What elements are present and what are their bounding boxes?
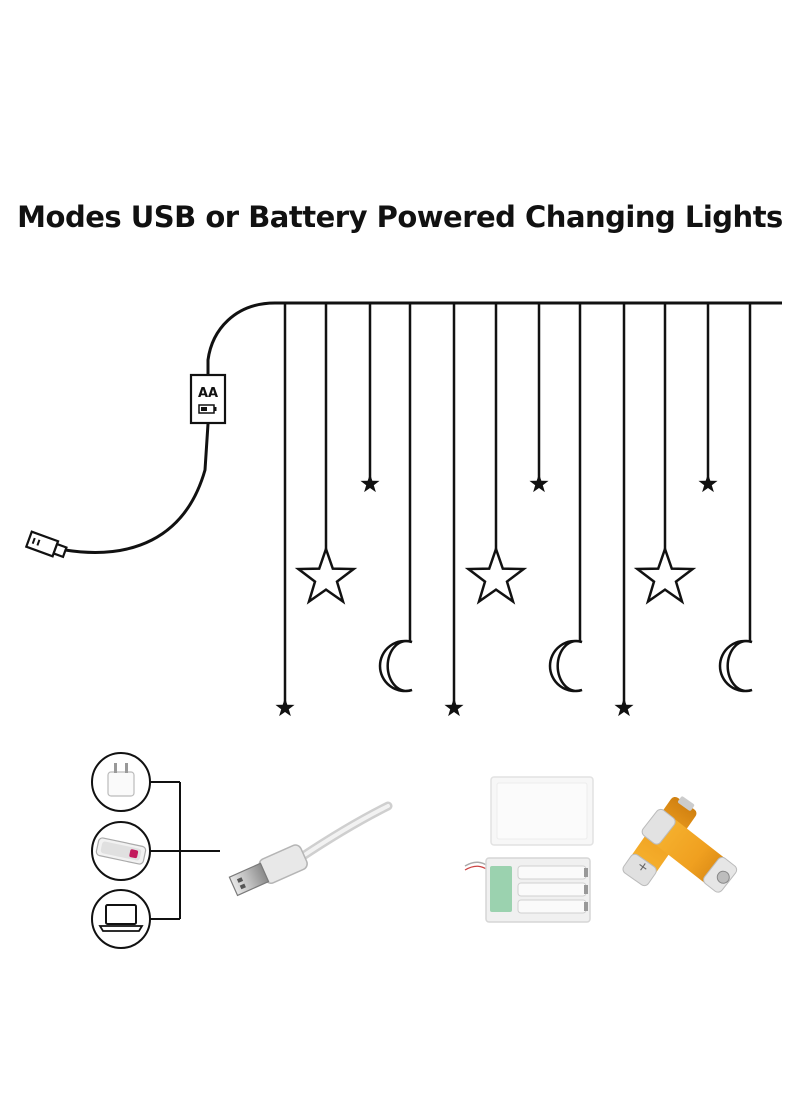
solid-star-icon — [275, 698, 295, 717]
usb-cable-icon — [228, 801, 393, 897]
power-bank-icon — [95, 837, 147, 865]
strand-6 — [467, 303, 525, 603]
battery-box: AA — [189, 373, 227, 425]
page-title: Modes USB or Battery Powered Changing Li… — [17, 200, 783, 234]
moon-icon — [718, 639, 754, 693]
solid-star-icon — [614, 698, 634, 717]
power-adapters — [91, 752, 220, 949]
hollow-star-icon — [467, 547, 525, 603]
moon-icon — [548, 639, 584, 693]
strand-2 — [297, 303, 355, 603]
strand-8 — [548, 303, 584, 693]
laptop-icon — [98, 904, 144, 932]
battery-case-icon — [464, 776, 594, 923]
main-wire — [64, 301, 782, 554]
aa-batteries-icon: + — [622, 796, 738, 893]
strand-12 — [718, 303, 754, 693]
hollow-star-icon — [636, 547, 694, 603]
battery-box-label: AA — [198, 386, 218, 401]
solid-star-icon — [698, 474, 718, 493]
hollow-star-icon — [297, 547, 355, 603]
usb-plug-icon — [24, 530, 68, 559]
strand-10 — [636, 303, 694, 603]
solid-star-icon — [360, 474, 380, 493]
battery-icon — [198, 404, 217, 414]
strand-9 — [614, 303, 634, 717]
moon-icon — [378, 639, 414, 693]
solid-star-icon — [444, 698, 464, 717]
strand-4 — [378, 303, 414, 693]
strand-3 — [360, 303, 380, 493]
strand-11 — [698, 303, 718, 493]
strand-7 — [529, 303, 549, 493]
strand-1 — [275, 303, 295, 717]
solid-star-icon — [529, 474, 549, 493]
wall-adapter-icon — [107, 763, 135, 797]
strand-5 — [444, 303, 464, 717]
